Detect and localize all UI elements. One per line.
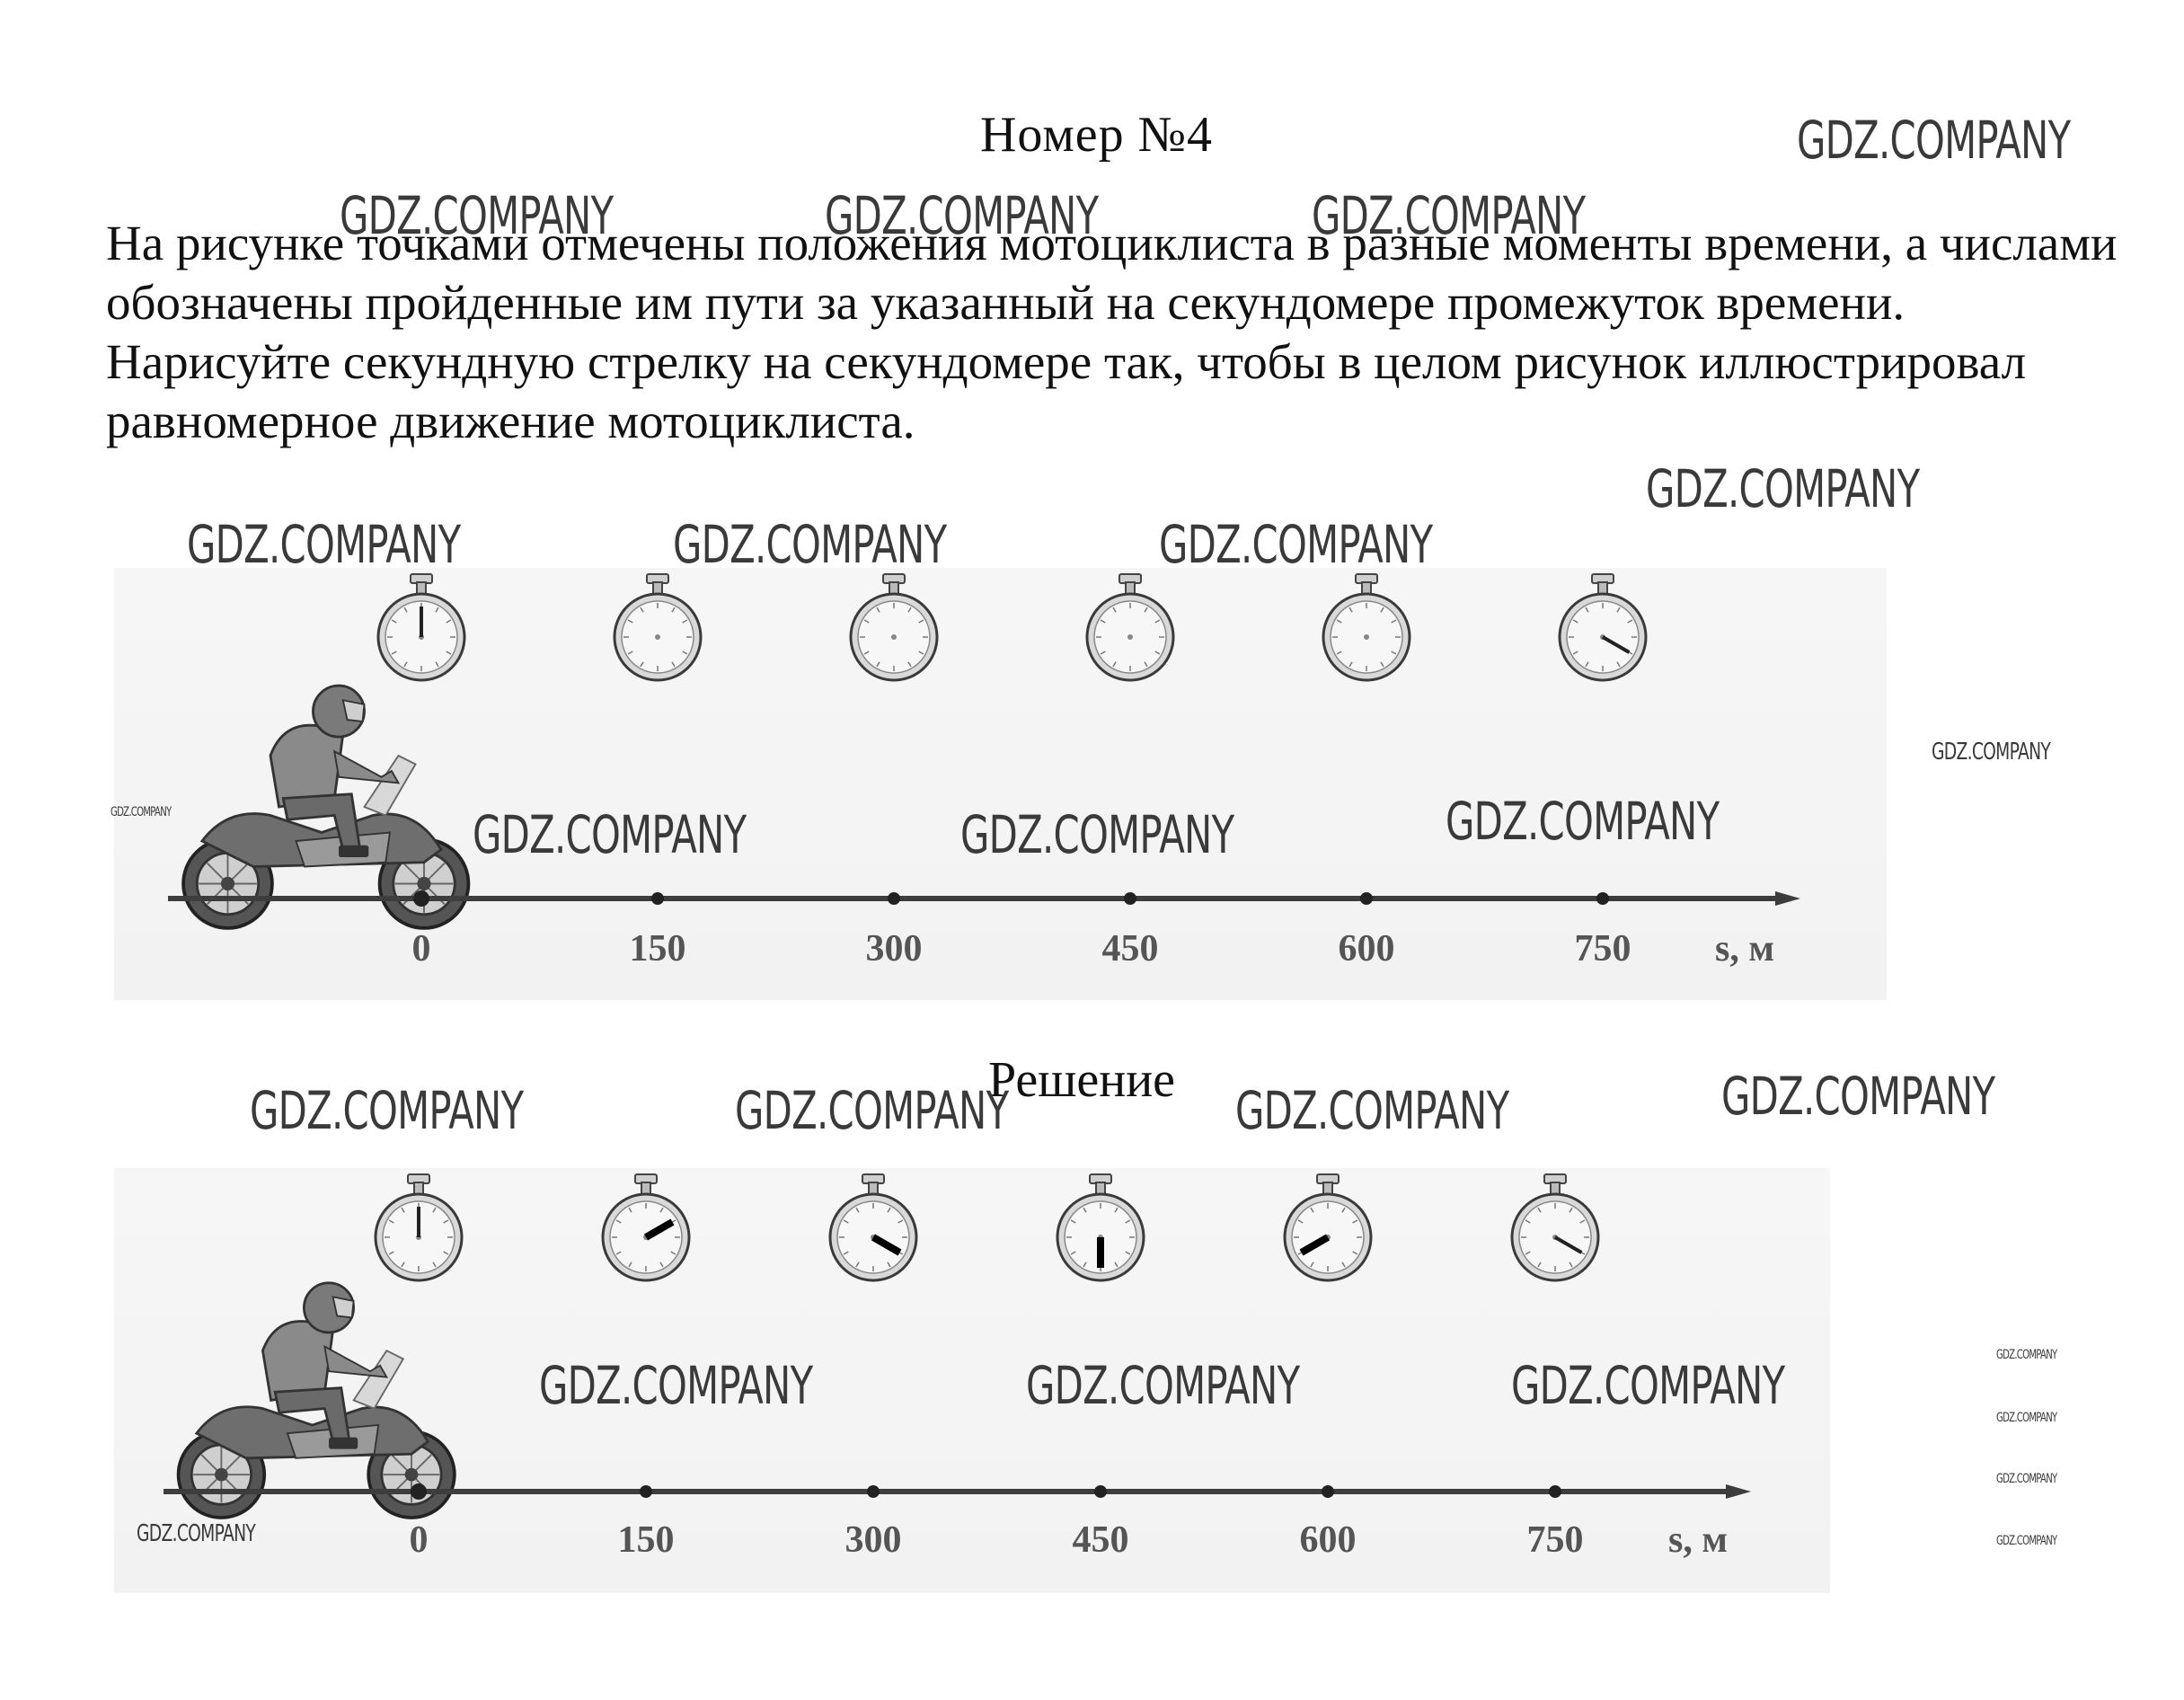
- watermark: GDZ.COMPANY: [1646, 458, 1920, 519]
- stopwatch-hand: [644, 1218, 675, 1241]
- position-dot: [411, 1483, 427, 1500]
- watermark: GDZ.COMPANY: [111, 805, 172, 819]
- axis-tick-label: 300: [865, 928, 923, 970]
- position-dot: [413, 890, 429, 907]
- stopwatch-icon: [1056, 1173, 1145, 1282]
- axis-tick-label: 150: [629, 928, 686, 970]
- watermark: GDZ.COMPANY: [1996, 1472, 2057, 1486]
- position-dot: [651, 892, 664, 905]
- watermark: GDZ.COMPANY: [250, 1080, 524, 1141]
- axis-tick-label: 750: [1526, 1519, 1584, 1561]
- watermark: GDZ.COMPANY: [1932, 739, 2051, 766]
- position-dot: [888, 892, 900, 905]
- motorcyclist-illustration: [176, 1281, 456, 1519]
- task-figure: 0 150 300 450 600 750 s, м: [114, 568, 1887, 1000]
- watermark: GDZ.COMPANY: [1797, 110, 2071, 171]
- position-dot: [640, 1485, 652, 1498]
- stopwatch-icon: [1283, 1173, 1373, 1282]
- position-dot: [1549, 1485, 1561, 1498]
- stopwatch-icon: [374, 1173, 464, 1282]
- position-dot: [1322, 1485, 1334, 1498]
- stopwatch-hand: [1299, 1234, 1331, 1256]
- watermark: GDZ.COMPANY: [1996, 1534, 2057, 1548]
- watermark: GDZ.COMPANY: [1721, 1066, 1995, 1127]
- watermark: GDZ.COMPANY: [137, 1520, 256, 1547]
- watermark: GDZ.COMPANY: [1235, 1080, 1509, 1141]
- axis-arrow: [1726, 1484, 1751, 1499]
- position-dot: [1124, 892, 1136, 905]
- watermark: GDZ.COMPANY: [1312, 185, 1586, 246]
- axis-tick-label: 0: [409, 1519, 429, 1561]
- axis-tick-label: 450: [1072, 1519, 1129, 1561]
- watermark: GDZ.COMPANY: [735, 1080, 1009, 1141]
- stopwatch-icon: [1558, 573, 1648, 682]
- axis-label: s, м: [1668, 1519, 1728, 1561]
- solution-heading: Решение: [988, 1052, 1176, 1108]
- axis-label: s, м: [1715, 928, 1774, 970]
- task-text: На рисунке точками отмечены положения мо…: [106, 216, 2118, 448]
- axis-arrow: [1775, 891, 1800, 906]
- axis-tick-label: 600: [1338, 928, 1395, 970]
- position-dot: [867, 1485, 880, 1498]
- watermark: GDZ.COMPANY: [473, 804, 747, 865]
- watermark: GDZ.COMPANY: [340, 185, 614, 246]
- watermark: GDZ.COMPANY: [1159, 514, 1433, 575]
- stopwatch-icon: [376, 573, 466, 682]
- position-dot: [1596, 892, 1609, 905]
- axis-tick-label: 600: [1299, 1519, 1357, 1561]
- axis-tick-label: 150: [617, 1519, 675, 1561]
- stopwatch-hand: [1601, 635, 1631, 654]
- figure-drawing: [168, 573, 1800, 930]
- watermark: GDZ.COMPANY: [1446, 791, 1720, 852]
- axis-tick-label: 750: [1574, 928, 1631, 970]
- watermark: GDZ.COMPANY: [1511, 1355, 1785, 1416]
- watermark: GDZ.COMPANY: [673, 514, 947, 575]
- stopwatch-icon: [1085, 573, 1175, 682]
- watermark: GDZ.COMPANY: [1026, 1355, 1300, 1416]
- figure-drawing: [164, 1173, 1751, 1519]
- watermark: GDZ.COMPANY: [825, 185, 1099, 246]
- page-title: Номер №4: [979, 107, 1214, 163]
- stopwatch-icon: [828, 1173, 918, 1282]
- watermark: GDZ.COMPANY: [187, 514, 461, 575]
- watermark: GDZ.COMPANY: [539, 1355, 813, 1416]
- stopwatch-icon: [601, 1173, 691, 1282]
- watermark: GDZ.COMPANY: [1996, 1411, 2057, 1425]
- watermark: GDZ.COMPANY: [960, 804, 1234, 865]
- stopwatch-icon: [849, 573, 939, 682]
- axis-tick-label: 0: [411, 928, 431, 970]
- stopwatch-hand: [1553, 1235, 1583, 1254]
- solution-figure: 0 150 300 450 600 750 s, м: [114, 1168, 1830, 1593]
- stopwatch-icon: [1510, 1173, 1600, 1282]
- axis-tick-label: 450: [1101, 928, 1159, 970]
- watermark: GDZ.COMPANY: [1996, 1348, 2057, 1362]
- axis-tick-label: 300: [844, 1519, 902, 1561]
- position-dot: [1094, 1485, 1107, 1498]
- stopwatch-icon: [613, 573, 703, 682]
- stopwatch-icon: [1322, 573, 1411, 682]
- position-dot: [1360, 892, 1373, 905]
- stopwatch-hand: [871, 1234, 902, 1256]
